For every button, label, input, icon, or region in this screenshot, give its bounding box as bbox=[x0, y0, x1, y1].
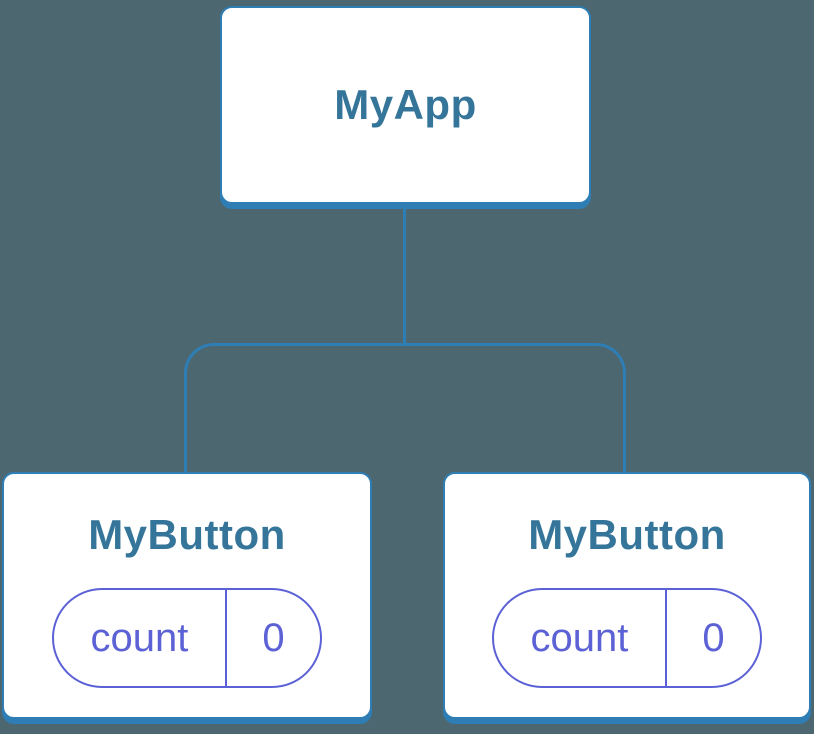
state-pill: count 0 bbox=[52, 588, 322, 688]
component-label: MyButton bbox=[528, 511, 726, 558]
root-component-node: MyApp bbox=[220, 6, 591, 204]
state-key-cell: count bbox=[54, 590, 227, 686]
component-label: MyButton bbox=[88, 511, 286, 558]
root-connector-line bbox=[403, 209, 406, 343]
state-key: count bbox=[90, 615, 189, 660]
state-value-cell: 0 bbox=[667, 590, 760, 686]
state-key: count bbox=[530, 615, 629, 660]
state-value: 0 bbox=[702, 615, 725, 660]
state-key-cell: count bbox=[494, 590, 667, 686]
child-component-node-2: MyButton count 0 bbox=[443, 472, 811, 719]
child-component-node-1: MyButton count 0 bbox=[2, 472, 372, 719]
root-component-label: MyApp bbox=[334, 80, 477, 128]
state-value: 0 bbox=[262, 615, 285, 660]
state-pill: count 0 bbox=[492, 588, 762, 688]
state-value-cell: 0 bbox=[227, 590, 320, 686]
branch-connector bbox=[184, 343, 626, 472]
